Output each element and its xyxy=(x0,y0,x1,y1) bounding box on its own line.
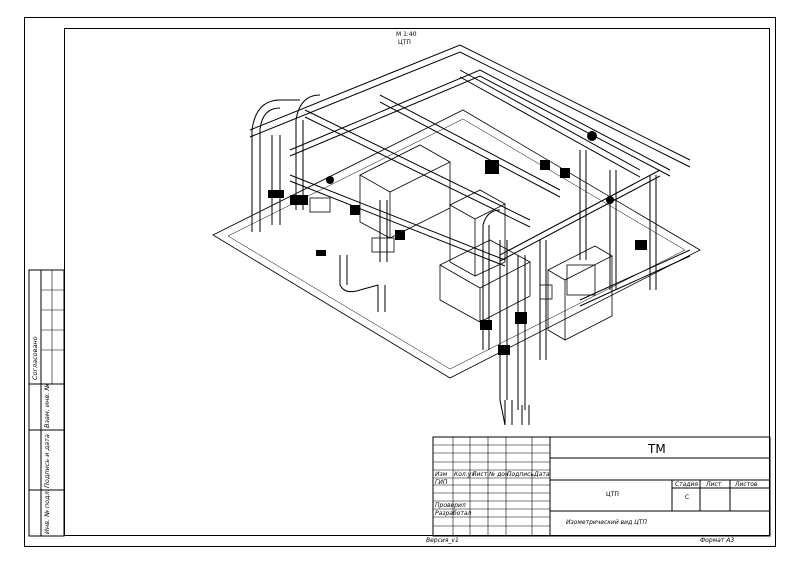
sheet-label: Лист xyxy=(706,481,722,488)
sheet-title: Изометрический вид ЦТП xyxy=(566,519,647,526)
stamp-inv-replace: Взам. инв. № xyxy=(43,383,51,428)
header-kol-uch: Кол.уч xyxy=(454,471,475,478)
drawing-object-label: ЦТП xyxy=(398,39,411,46)
header-doc-no: № док. xyxy=(489,471,511,478)
object-name: ЦТП xyxy=(606,491,619,498)
role-checked: Проверил xyxy=(435,502,466,509)
sheets-label: Листов xyxy=(735,481,758,488)
stamp-agreed: Согласовано xyxy=(31,336,39,380)
document-code: ТМ xyxy=(648,442,666,456)
header-izm: Изм xyxy=(435,471,448,478)
footer-version: Версия_v1 xyxy=(426,537,459,544)
stamp-inv-orig: Инв. № подл. xyxy=(43,489,51,534)
stage-label: Стадия xyxy=(675,481,699,488)
header-signature: Подпись xyxy=(507,471,534,478)
sheet-outer-frame xyxy=(24,17,776,547)
stamp-sign-date: Подпись и дата xyxy=(43,434,51,488)
header-list: Лист xyxy=(472,471,488,478)
header-date: Дата xyxy=(534,471,550,478)
footer-format: Формат А3 xyxy=(700,537,735,544)
stage-value: С xyxy=(685,494,690,501)
role-developed: Разработал xyxy=(435,510,472,517)
role-gip: ГИП xyxy=(435,479,448,486)
scale-label: М 1:40 xyxy=(396,31,417,38)
